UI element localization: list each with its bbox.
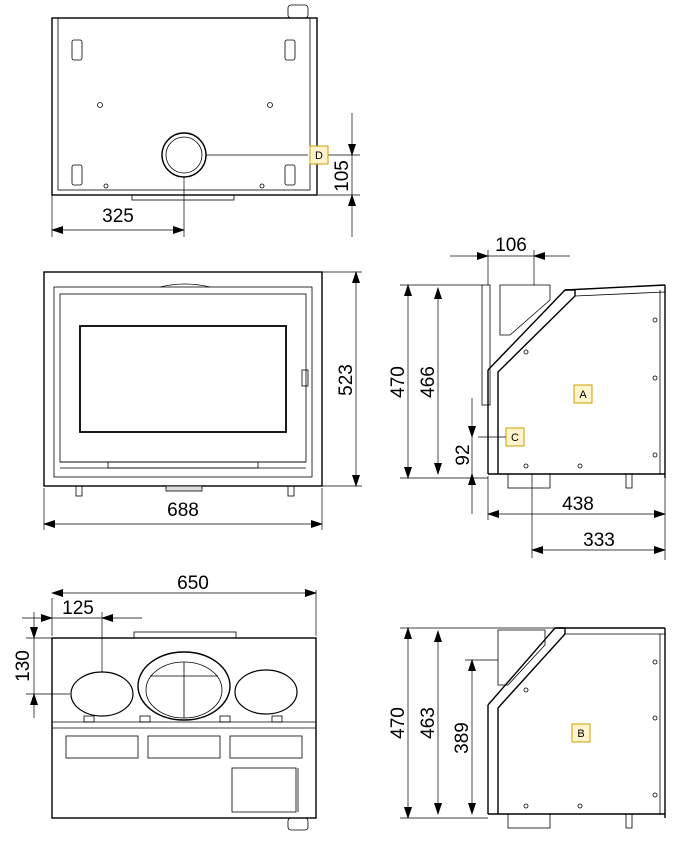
- side-view-b: B 470 463 389: [388, 627, 666, 829]
- label-a-box: [573, 384, 593, 404]
- dim-438: 438: [562, 494, 594, 515]
- flue-collar: [161, 132, 207, 178]
- flue-collar-bottom: [137, 651, 231, 721]
- mounting-bracket: [71, 39, 296, 186]
- glass-door: [79, 325, 287, 433]
- dim-470-b: 470: [388, 707, 409, 739]
- dim-125: 125: [62, 598, 94, 619]
- side-view-a: A C 106 470 466 92 438 333: [388, 235, 666, 560]
- air-inlet-left: [70, 671, 134, 717]
- label-b-box: [571, 723, 591, 743]
- label-d: D: [315, 150, 323, 162]
- dim-106: 106: [495, 235, 527, 256]
- dim-466: 466: [418, 366, 439, 398]
- dim-92: 92: [453, 444, 474, 465]
- dim-325: 325: [102, 206, 134, 227]
- dim-688: 688: [167, 500, 199, 521]
- dim-470: 470: [388, 366, 409, 398]
- dim-523: 523: [336, 364, 357, 396]
- label-a: A: [579, 389, 587, 401]
- top-view: 325 105 D: [51, 4, 360, 237]
- dim-389: 389: [452, 722, 473, 754]
- label-d-box: [309, 145, 329, 165]
- dim-650: 650: [177, 573, 209, 594]
- label-b: B: [577, 728, 584, 740]
- front-view: 523 688: [43, 271, 362, 530]
- dim-105: 105: [332, 160, 353, 192]
- dim-333: 333: [583, 530, 615, 551]
- air-inlet-right: [234, 669, 298, 715]
- dim-463: 463: [418, 707, 439, 739]
- label-c: C: [511, 432, 519, 444]
- dim-130: 130: [13, 650, 34, 682]
- bottom-view: 650 125 130: [13, 573, 317, 831]
